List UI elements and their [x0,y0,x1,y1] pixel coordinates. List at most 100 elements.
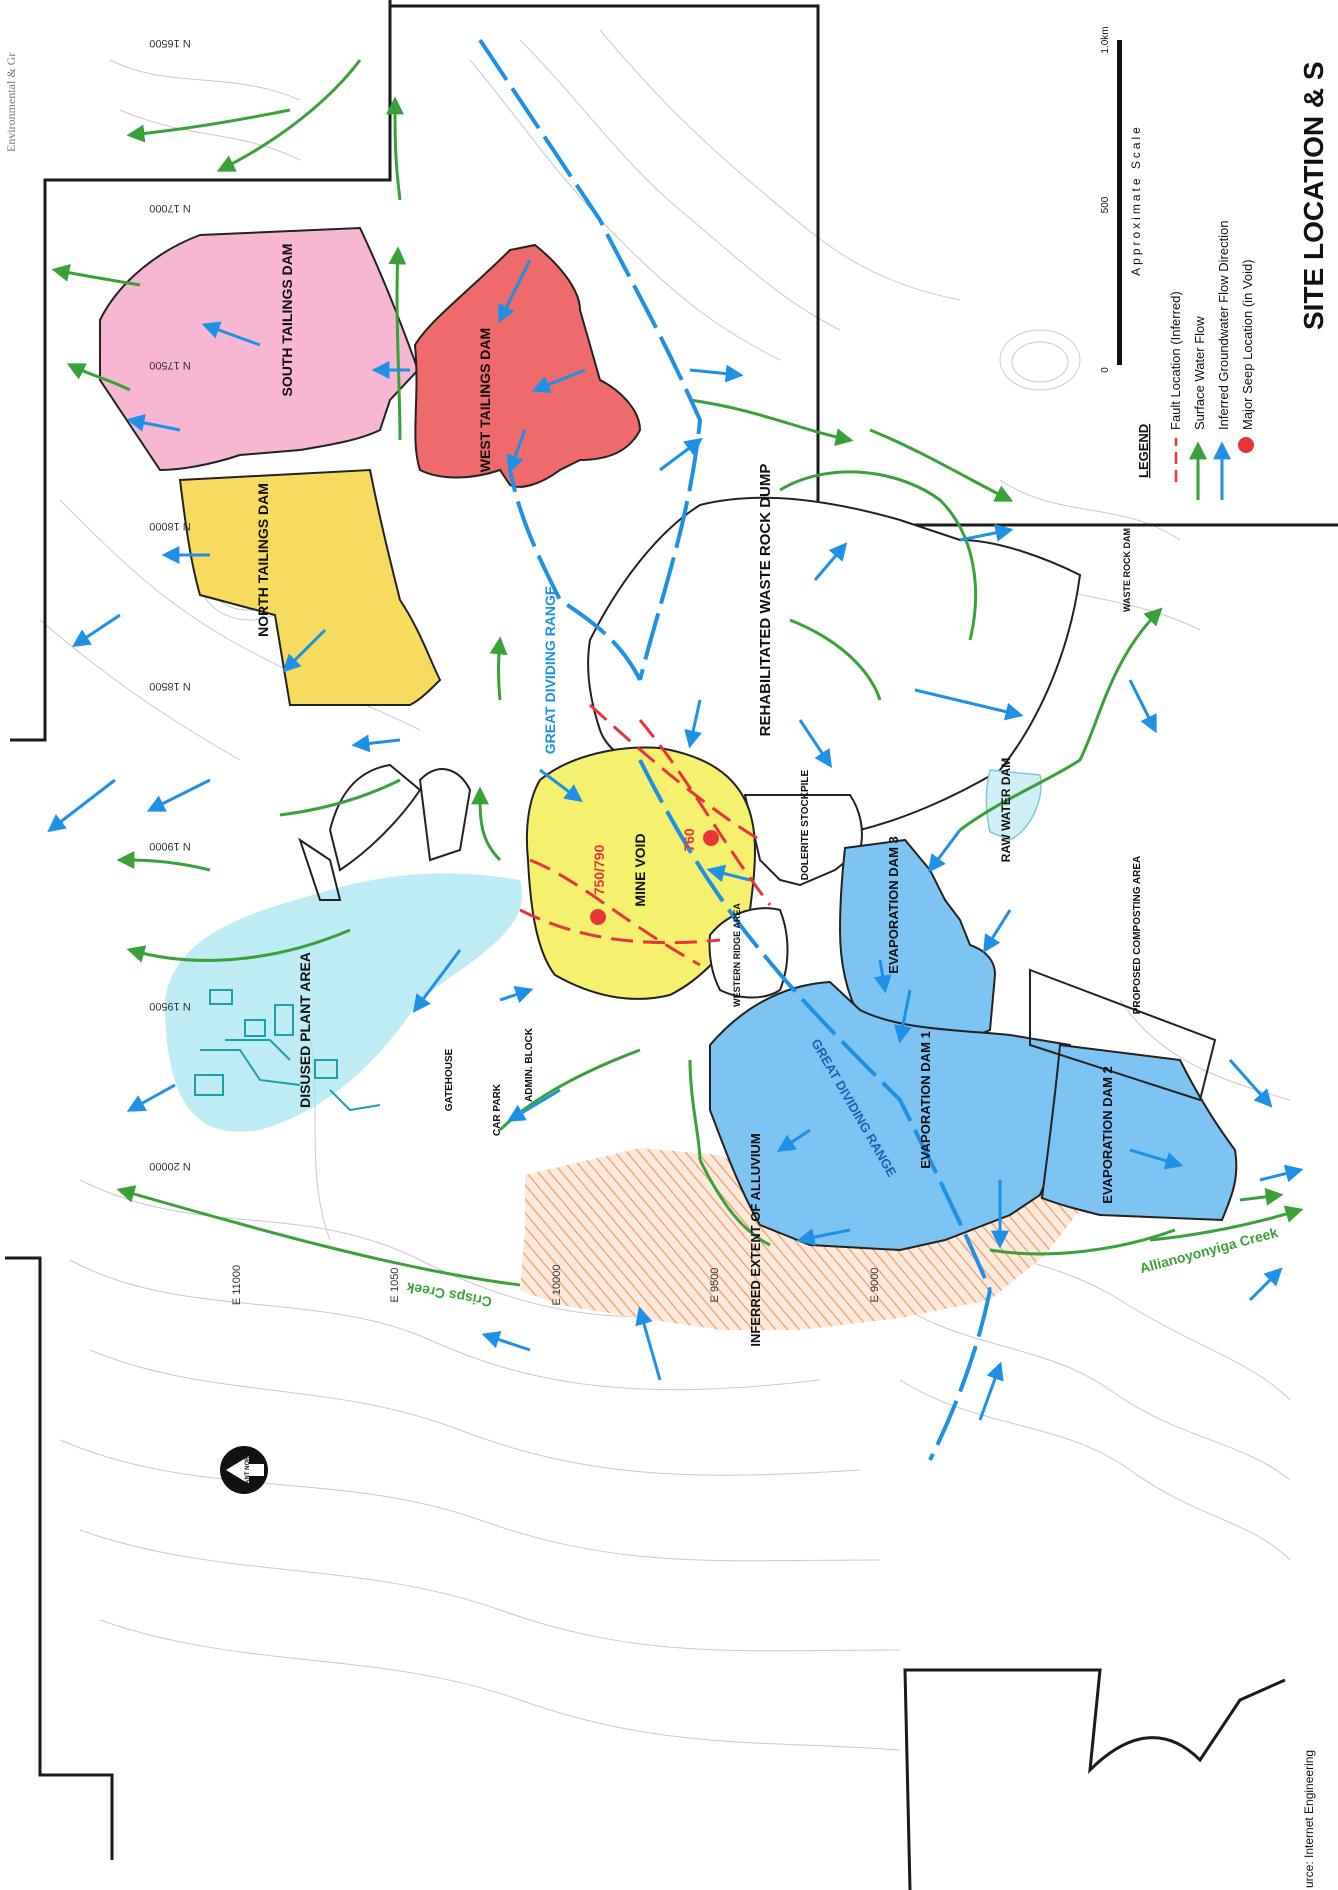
scale-tick-1000: 1.0km [1100,26,1111,53]
label-west-tailings: WEST TAILINGS DAM [477,328,493,472]
label-composting-area: PROPOSED COMPOSTING AREA [1132,856,1143,1015]
svg-text:E 1050: E 1050 [389,1268,401,1303]
label-great-dividing-range-1: GREAT DIVIDING RANGE [542,586,558,755]
svg-text:GREAT DIVIDING RANGE: GREAT DIVIDING RANGE [542,586,558,755]
plant-area-shade [165,873,523,1132]
svg-text:N 17000: N 17000 [149,202,191,214]
svg-text:Major Seep Location (in Void): Major Seep Location (in Void) [1240,259,1255,430]
svg-text:EVAPORATION DAM 2: EVAPORATION DAM 2 [1100,1066,1115,1203]
svg-text:EVAPORATION DAM 3: EVAPORATION DAM 3 [886,836,901,973]
grid-e9500: E 9500 [709,1268,721,1303]
svg-text:WESTERN RIDGE AREA: WESTERN RIDGE AREA [732,903,742,1007]
svg-text:DOLERITE STOCKPILE: DOLERITE STOCKPILE [800,769,811,880]
seep-760-marker [703,830,719,846]
south-tailings-dam [99,226,420,472]
scale-tick-500: 500 [1100,196,1111,213]
svg-text:N 19000: N 19000 [149,840,191,852]
dolerite-stockpile [743,794,863,887]
grid-n16500: N 16500 [149,37,191,49]
label-waste-rock-dump: REHABILITATED WASTE ROCK DUMP [757,464,774,737]
groundwater-flow [47,259,1304,1421]
grid-n17500: N 17500 [149,359,191,371]
svg-text:RAW WATER DAM: RAW WATER DAM [999,758,1013,862]
legend-groundwater-label: Inferred Groundwater Flow Direction [1216,220,1231,430]
label-admin-block: ADMIN. BLOCK [524,1027,535,1102]
svg-text:Approximate Scale: Approximate Scale [1129,124,1143,276]
grid-labels: N 16500 N 17000 N 17500 N 18000 N 18500 … [149,37,881,1305]
evaporation-dam-3 [838,838,997,1037]
west-tailings-dam [413,243,642,488]
misc-outlines [298,763,1217,1102]
legend-seep-symbol [1238,437,1254,453]
evaporation-dam-2 [1040,1043,1238,1222]
svg-text:PLANT NORTH: PLANT NORTH [245,1449,251,1492]
svg-text:E 11000: E 11000 [231,1265,243,1305]
scale-bar: 0 500 1.0km Approximate Scale [1100,26,1143,372]
grid-e10500: E 1050 [389,1268,401,1303]
label-evaporation-dam-2: EVAPORATION DAM 2 [1100,1066,1115,1203]
svg-text:MINE VOID: MINE VOID [632,833,648,906]
svg-text:INFERRED EXTENT OF ALLUVIUM: INFERRED EXTENT OF ALLUVIUM [748,1133,763,1346]
label-western-ridge: WESTERN RIDGE AREA [732,903,742,1007]
north-arrow: PLANT NORTH [220,1446,268,1494]
scale-label: Approximate Scale [1129,124,1143,276]
label-evaporation-dam-1: EVAPORATION DAM 1 [918,1031,933,1168]
fault-lines [519,703,772,967]
label-car-park: CAR PARK [492,1083,503,1136]
svg-text:1.0km: 1.0km [1100,26,1111,53]
label-raw-water-dam: RAW WATER DAM [999,758,1013,862]
svg-text:500: 500 [1100,196,1111,213]
north-arrow-label: PLANT NORTH [245,1449,251,1492]
svg-text:GATEHOUSE: GATEHOUSE [444,1048,455,1111]
great-dividing-range-line [478,38,992,1461]
svg-text:760: 760 [681,828,697,852]
svg-text:Crisps Creek: Crisps Creek [405,1280,493,1311]
svg-text:N 20000: N 20000 [149,1160,191,1172]
grid-n17000: N 17000 [149,202,191,214]
label-mine-void: MINE VOID [632,833,648,906]
label-seep-760: 760 [681,828,697,852]
svg-text:SOUTH TAILINGS DAM: SOUTH TAILINGS DAM [279,244,295,397]
grid-n19500: N 19500 [149,1000,191,1012]
svg-text:E 10000: E 10000 [551,1265,563,1306]
surface-water-flow [51,59,1304,1287]
grid-e9000: E 9000 [869,1268,881,1303]
grid-e10000: E 10000 [551,1265,563,1306]
legend-fault-label: Fault Location (Inferred) [1168,291,1183,430]
svg-text:CAR PARK: CAR PARK [492,1083,503,1136]
svg-text:E 9000: E 9000 [869,1268,881,1303]
svg-text:N 17500: N 17500 [149,359,191,371]
svg-text:WASTE ROCK DAM: WASTE ROCK DAM [1122,528,1132,612]
label-alluvium: INFERRED EXTENT OF ALLUVIUM [748,1133,763,1346]
svg-text:750/790: 750/790 [591,844,607,895]
legend-title: LEGEND [1136,424,1151,478]
svg-text:N 18000: N 18000 [149,520,191,532]
label-north-tailings: NORTH TAILINGS DAM [255,483,271,637]
svg-text:NORTH TAILINGS DAM: NORTH TAILINGS DAM [255,483,271,637]
svg-text:PROPOSED COMPOSTING AREA: PROPOSED COMPOSTING AREA [1132,856,1143,1015]
grid-e11000: E 11000 [231,1265,243,1305]
label-waste-rock-dam: WASTE ROCK DAM [1122,528,1132,612]
north-tailings-dam [178,468,442,706]
svg-text:WEST TAILINGS DAM: WEST TAILINGS DAM [477,328,493,472]
scale-tick-0: 0 [1100,367,1111,373]
grid-n18500: N 18500 [149,680,191,692]
label-evaporation-dam-3: EVAPORATION DAM 3 [886,836,901,973]
evaporation-dam-1 [709,980,1072,1252]
plant-structures [194,989,381,1112]
seep-750-marker [590,909,606,925]
grid-n18000: N 18000 [149,520,191,532]
label-crisps-creek: Crisps Creek [405,1280,493,1311]
svg-text:0: 0 [1100,367,1111,373]
svg-text:E 9500: E 9500 [709,1268,721,1303]
grid-n20000: N 20000 [149,1160,191,1172]
svg-text:N 19500: N 19500 [149,1000,191,1012]
label-disused-plant-area: DISUSED PLANT AREA [297,952,313,1108]
label-south-tailings: SOUTH TAILINGS DAM [279,244,295,397]
svg-text:ADMIN. BLOCK: ADMIN. BLOCK [524,1027,535,1102]
svg-text:Inferred Groundwater Flow Dire: Inferred Groundwater Flow Direction [1216,220,1231,430]
label-seep-750-790: 750/790 [591,844,607,895]
svg-text:LEGEND: LEGEND [1136,424,1151,478]
svg-text:N 16500: N 16500 [149,37,191,49]
